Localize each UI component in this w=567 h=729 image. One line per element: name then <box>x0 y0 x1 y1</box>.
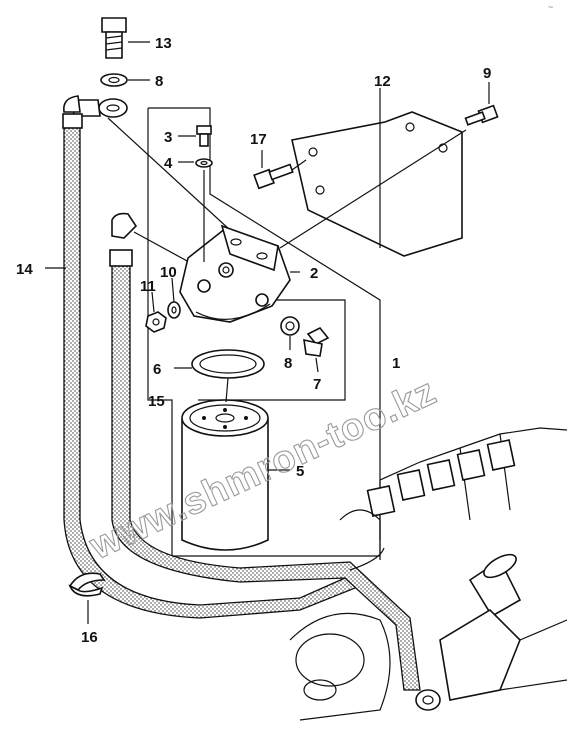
plug-7 <box>303 326 330 373</box>
callout-6: 6 <box>153 361 161 378</box>
callout-2: 2 <box>310 265 318 282</box>
callout-7: 7 <box>313 376 321 393</box>
fuel-hose-15 <box>109 212 421 691</box>
callout-16: 16 <box>81 629 98 646</box>
callout-10: 10 <box>160 264 177 281</box>
callout-1: 1 <box>392 355 400 372</box>
washer-10 <box>167 277 181 319</box>
bolt-9 <box>279 82 499 249</box>
washer-4 <box>178 158 213 262</box>
callout-12: 12 <box>374 73 391 90</box>
washer-8-top <box>100 73 150 87</box>
banjo-fitting-top <box>62 95 231 231</box>
callout-9: 9 <box>483 65 491 82</box>
clip-16 <box>68 572 106 624</box>
callout-4: 4 <box>164 155 173 172</box>
callout-8-lower: 8 <box>284 355 292 372</box>
filter-cartridge-5 <box>181 377 290 551</box>
gasket-6 <box>174 349 265 379</box>
callout-3: 3 <box>164 129 172 146</box>
corner-mark: ~ <box>548 2 553 12</box>
washer-8-lower <box>280 316 300 350</box>
banjo-bolt-13 <box>101 17 150 59</box>
callout-15: 15 <box>148 393 165 410</box>
bolt-17 <box>253 150 307 190</box>
callout-5: 5 <box>296 463 304 480</box>
callout-8-top: 8 <box>155 73 163 90</box>
engine-block <box>289 427 567 721</box>
callout-11: 11 <box>140 278 156 295</box>
callout-13: 13 <box>155 35 172 52</box>
callout-17: 17 <box>250 131 267 148</box>
bolt-3 <box>178 125 212 147</box>
filter-head-2 <box>179 224 300 323</box>
callout-14: 14 <box>16 261 33 278</box>
nut-11 <box>145 291 167 333</box>
mounting-bracket <box>291 88 463 257</box>
